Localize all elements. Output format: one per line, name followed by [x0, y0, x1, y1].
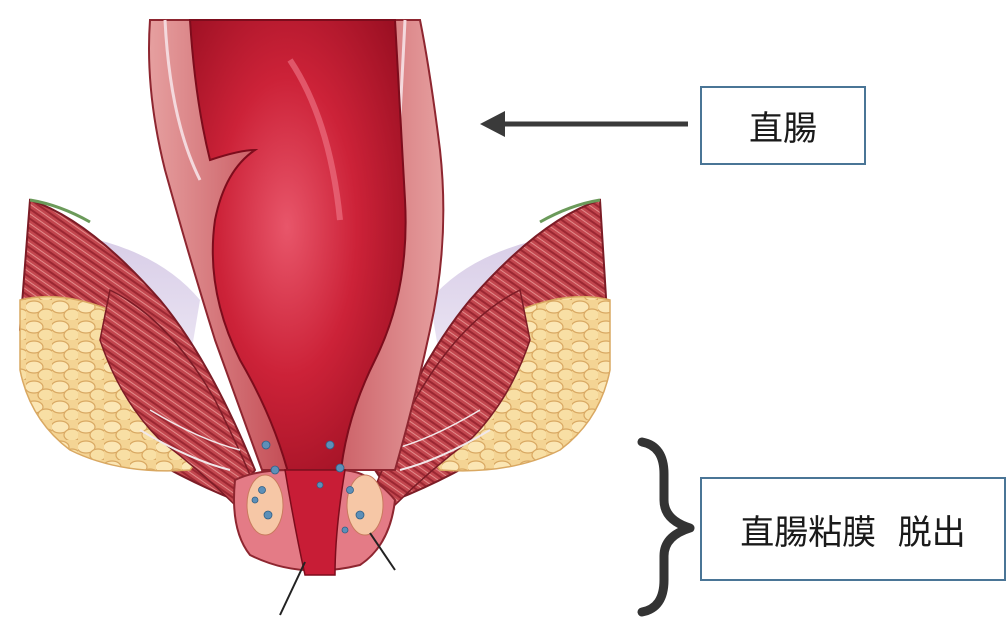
mucosa-prolapse-label-box: 直腸粘膜 脱出 [700, 477, 1006, 581]
mucosa-prolapse-label: 直腸粘膜 脱出 [740, 505, 966, 554]
pointer-line-left [280, 562, 305, 615]
rectum-label-box: 直腸 [700, 86, 866, 165]
prolapsed-mucosa [234, 470, 395, 575]
rectum-label: 直腸 [749, 101, 817, 150]
rectum-arrow [480, 111, 688, 137]
prolapse-brace [642, 442, 690, 612]
